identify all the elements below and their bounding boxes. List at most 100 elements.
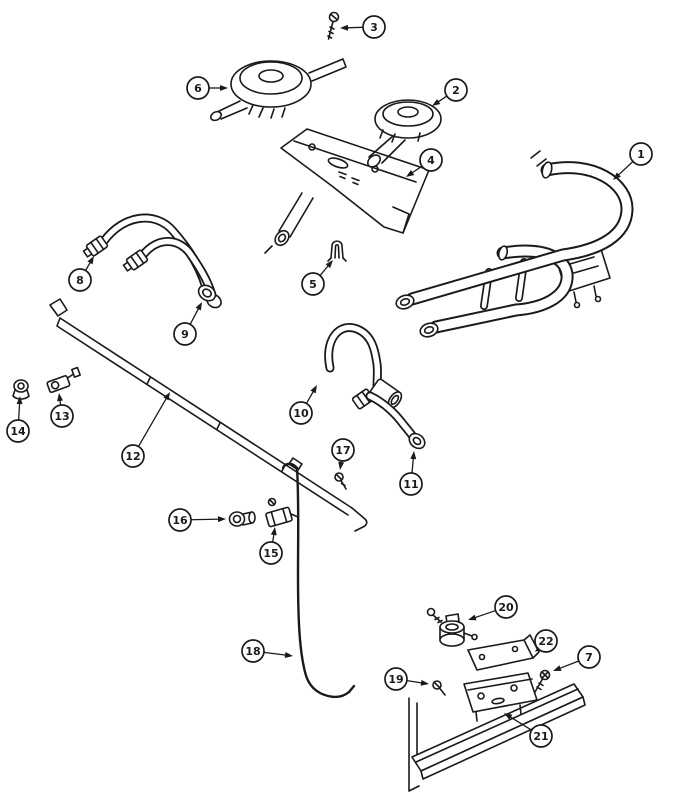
leader-arrowhead — [220, 85, 228, 91]
callout-circle — [362, 15, 386, 39]
callout-11: 11 — [399, 451, 423, 496]
callout-10: 10 — [289, 385, 317, 425]
callout-1: 1 — [613, 142, 653, 180]
part-2-surface-burner — [367, 99, 442, 168]
leader-line — [406, 680, 424, 684]
leader-line — [616, 161, 634, 177]
callout-22: 22 — [534, 629, 558, 653]
leader-arrowhead — [553, 665, 562, 671]
leader-arrowhead — [432, 99, 441, 106]
part-14-grommet — [12, 379, 30, 400]
part-1-burner-tube-assembly — [395, 150, 634, 338]
diagram-line-art — [12, 11, 634, 792]
callout-3: 3 — [340, 15, 386, 39]
leader-arrowhead — [310, 385, 317, 394]
leader-line — [305, 389, 315, 404]
callout-number: 8 — [76, 274, 84, 287]
leader-arrowhead — [16, 396, 23, 405]
part-13-valve — [46, 366, 81, 394]
part-12-manifold-rail — [49, 298, 368, 532]
callout-number: 14 — [10, 425, 26, 438]
callout-circle — [289, 401, 313, 425]
callout-circle — [173, 322, 197, 346]
callout-circle — [50, 404, 74, 428]
callout-circle — [577, 645, 601, 669]
leader-line — [345, 26, 364, 29]
callout-circle — [444, 78, 468, 102]
leader-arrowhead — [340, 24, 349, 31]
callout-circle — [241, 639, 265, 663]
callout-number: 22 — [538, 635, 553, 648]
callout-17: 17 — [331, 438, 355, 470]
leader-arrowhead — [87, 256, 94, 265]
callout-number: 3 — [370, 21, 378, 34]
callout-2: 2 — [432, 78, 468, 106]
leader-line — [137, 396, 168, 447]
callout-number: 5 — [309, 278, 317, 291]
callout-number: 4 — [427, 154, 435, 167]
callout-number: 9 — [181, 328, 189, 341]
callout-circle — [301, 272, 325, 296]
callout-5: 5 — [301, 260, 333, 296]
callout-circle — [168, 508, 192, 532]
callout-circle — [419, 148, 443, 172]
leader-line — [410, 165, 423, 175]
callout-number: 21 — [533, 730, 548, 743]
leader-line — [558, 660, 579, 670]
part-5-wire-clip — [327, 240, 347, 262]
callout-circle — [534, 629, 558, 653]
callout-circle — [259, 541, 283, 565]
callout-number: 20 — [498, 601, 514, 614]
callout-circle — [68, 268, 92, 292]
leader-line — [411, 456, 415, 474]
leader-line — [17, 401, 21, 421]
part-3-screw — [327, 11, 340, 40]
callout-4: 4 — [406, 148, 443, 177]
callout-circle — [121, 444, 145, 468]
callout-number: 19 — [388, 673, 403, 686]
callout-number: 18 — [245, 645, 260, 658]
leader-arrowhead — [613, 172, 621, 180]
part-16-grommet — [228, 511, 256, 527]
callout-circle — [494, 595, 518, 619]
leader-arrowhead — [284, 652, 293, 658]
leader-arrowhead — [270, 527, 277, 536]
leader-arrowhead — [325, 260, 333, 269]
leader-line — [319, 264, 330, 276]
callout-number: 1 — [637, 148, 645, 161]
leader-arrowhead — [410, 451, 417, 460]
part-18-igniter-wire — [281, 462, 356, 699]
callout-circle — [331, 438, 355, 462]
callout-number: 13 — [54, 410, 69, 423]
part-19-screw — [432, 680, 446, 696]
part-7-screw — [534, 669, 551, 693]
leader-arrowhead — [57, 393, 64, 402]
tube-cylinder — [369, 378, 403, 409]
callout-15: 15 — [259, 527, 283, 565]
callout-9: 9 — [173, 302, 202, 346]
callout-number: 17 — [335, 444, 350, 457]
callout-14: 14 — [6, 396, 30, 443]
hex-fitting — [82, 235, 109, 258]
part-bottom-rail — [408, 683, 586, 792]
part-22-bracket — [467, 634, 540, 671]
callout-6: 6 — [186, 76, 228, 100]
callout-circle — [529, 724, 553, 748]
leader-arrowhead — [338, 461, 345, 470]
part-20-valve — [426, 607, 478, 647]
callout-number: 11 — [403, 478, 418, 491]
leader-arrowhead — [504, 713, 513, 720]
leader-arrowhead — [406, 170, 415, 177]
leader-arrowhead — [195, 302, 202, 311]
leader-line — [473, 609, 496, 619]
callout-12: 12 — [121, 392, 170, 468]
part-6-surface-burner — [209, 58, 347, 122]
callout-circle — [629, 142, 653, 166]
part-8-9-gas-tubing — [82, 213, 222, 309]
callout-8: 8 — [68, 256, 94, 292]
callout-number: 15 — [263, 547, 278, 560]
callout-number: 16 — [172, 514, 188, 527]
leader-line — [508, 715, 533, 731]
